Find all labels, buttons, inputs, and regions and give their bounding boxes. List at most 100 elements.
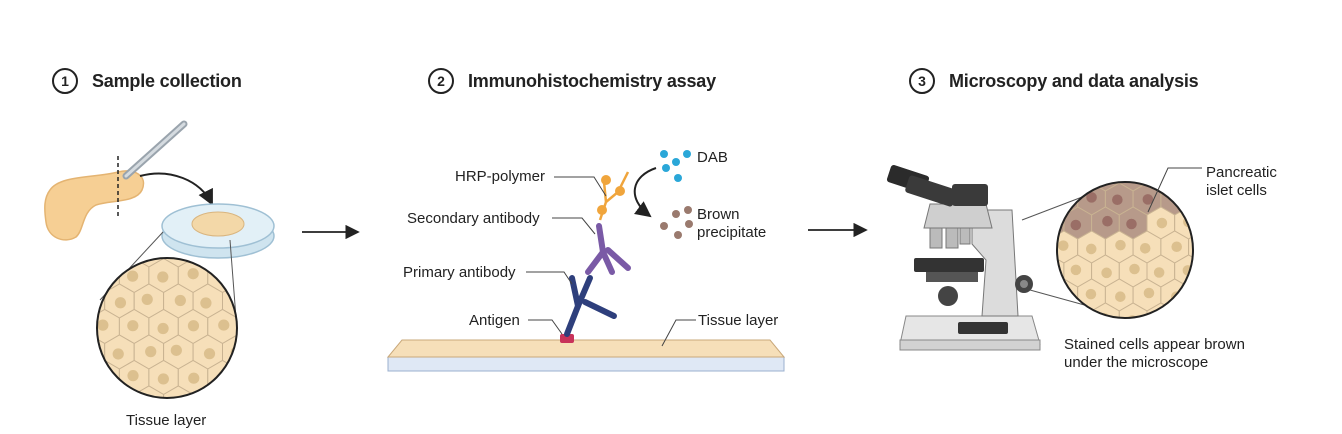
cell-nucleus <box>113 245 124 256</box>
panel2-leaders <box>526 176 696 347</box>
cell-nucleus <box>1086 192 1097 203</box>
panel2-tissue-layer-label: Tissue layer <box>698 312 779 329</box>
tissue-cell <box>222 385 237 398</box>
cell-nucleus <box>174 294 186 307</box>
zoom-line-bottom <box>1029 289 1089 307</box>
step-3-number: 3 <box>909 68 935 94</box>
tissue-cell <box>1188 278 1193 312</box>
cell-nucleus <box>84 246 95 257</box>
cell-nucleus <box>1139 243 1151 254</box>
cell-nucleus <box>217 269 230 281</box>
cell-nucleus <box>127 270 139 282</box>
secondary-antibody-label: Secondary antibody <box>407 210 540 227</box>
cell-nucleus <box>1197 289 1208 300</box>
panel1-tissue-layer-label: Tissue layer <box>126 412 207 429</box>
cell-nucleus <box>1101 170 1112 181</box>
cell-nucleus <box>114 297 127 309</box>
islet-cells-label: islet cells <box>1206 182 1267 199</box>
pancreas-organ <box>44 170 145 241</box>
cell-nucleus <box>1130 170 1141 181</box>
tissue-cell <box>1057 302 1065 318</box>
step-2-number: 2 <box>428 68 454 94</box>
cell-nucleus <box>1115 239 1126 251</box>
step-3-title: Microscopy and data analysis <box>949 70 1199 91</box>
cell-nucleus <box>97 371 109 384</box>
stained-tissue-circle <box>1043 168 1208 319</box>
cell-nucleus <box>188 372 200 384</box>
cell-nucleus <box>218 319 230 331</box>
cell-nucleus <box>1057 240 1069 251</box>
cell-nucleus <box>84 296 95 307</box>
cell-nucleus <box>203 348 216 360</box>
cell-nucleus <box>97 267 109 280</box>
antigen-label: Antigen <box>469 312 520 329</box>
cell-nucleus <box>1085 288 1097 300</box>
cell-nucleus <box>170 344 182 356</box>
cell-nucleus <box>1112 194 1123 206</box>
reaction-arrow <box>633 167 657 218</box>
cell-nucleus <box>1043 172 1054 183</box>
tissue-cell <box>1057 182 1065 192</box>
cell-nucleus <box>1156 217 1168 229</box>
zoom-line-top <box>1021 193 1091 221</box>
step-3-header: 3 Microscopy and data analysis <box>909 68 1199 94</box>
tissue-zoom-circle <box>84 242 238 409</box>
cell-nucleus <box>1070 219 1082 231</box>
cell-nucleus <box>1142 194 1154 205</box>
scalpel-icon <box>122 120 188 180</box>
cell-nucleus <box>1182 315 1193 318</box>
cell-nucleus <box>1044 266 1055 277</box>
brown-precipitate-dots <box>660 206 693 239</box>
step-2-title: Immunohistochemistry assay <box>468 70 716 91</box>
petri-dish-icon <box>161 203 275 259</box>
cell-nucleus <box>85 345 96 356</box>
cell-nucleus <box>84 395 95 406</box>
tissue-cell <box>1174 302 1193 318</box>
cell-nucleus <box>1126 218 1137 230</box>
cell-nucleus <box>187 320 200 332</box>
tissue-cell <box>97 385 106 398</box>
cell-nucleus <box>157 373 169 385</box>
step-1-header: 1 Sample collection <box>52 68 242 94</box>
cell-nucleus <box>1115 291 1126 302</box>
tissue-cell <box>1188 230 1193 264</box>
cell-nucleus <box>1101 267 1112 279</box>
dab-dots <box>660 150 691 182</box>
cell-nucleus <box>218 369 230 382</box>
zoom-line-right <box>229 239 237 319</box>
stained-caption-line2: under the microscope <box>1064 354 1209 371</box>
cell-nucleus <box>1071 313 1083 318</box>
microscope-slide <box>386 339 786 372</box>
cell-nucleus <box>1157 168 1168 179</box>
pancreatic-label: Pancreatic <box>1206 164 1277 181</box>
islet-leader <box>1147 167 1202 213</box>
primary-antibody <box>564 275 617 337</box>
cell-nucleus <box>127 370 139 382</box>
cell-nucleus <box>200 297 212 309</box>
antigen-marker <box>560 334 574 343</box>
cell-nucleus <box>1071 168 1082 179</box>
cell-nucleus <box>1170 291 1182 302</box>
tissue-cell <box>104 258 135 268</box>
precipitate-label: precipitate <box>697 224 767 241</box>
step-1-title: Sample collection <box>92 70 242 91</box>
step-2-header: 2 Immunohistochemistry assay <box>428 68 716 94</box>
cell-nucleus <box>145 346 157 358</box>
cell-nucleus <box>1085 243 1097 255</box>
tissue-cell <box>97 258 106 268</box>
cell-nucleus <box>97 319 109 331</box>
cell-nucleus <box>157 322 169 335</box>
primary-antibody-label: Primary antibody <box>403 264 516 281</box>
dab-label: DAB <box>697 149 728 166</box>
tissue-cell <box>1174 182 1193 192</box>
transfer-arrow <box>139 172 213 206</box>
cell-nucleus <box>1195 241 1206 252</box>
cell-nucleus <box>1143 287 1155 299</box>
hrp-polymer-label: HRP-polymer <box>455 168 546 185</box>
cell-nucleus <box>1129 263 1140 275</box>
microscope-icon <box>886 165 1041 351</box>
cell-nucleus <box>1171 241 1182 253</box>
cell-nucleus <box>145 242 156 253</box>
cell-nucleus <box>141 398 152 409</box>
